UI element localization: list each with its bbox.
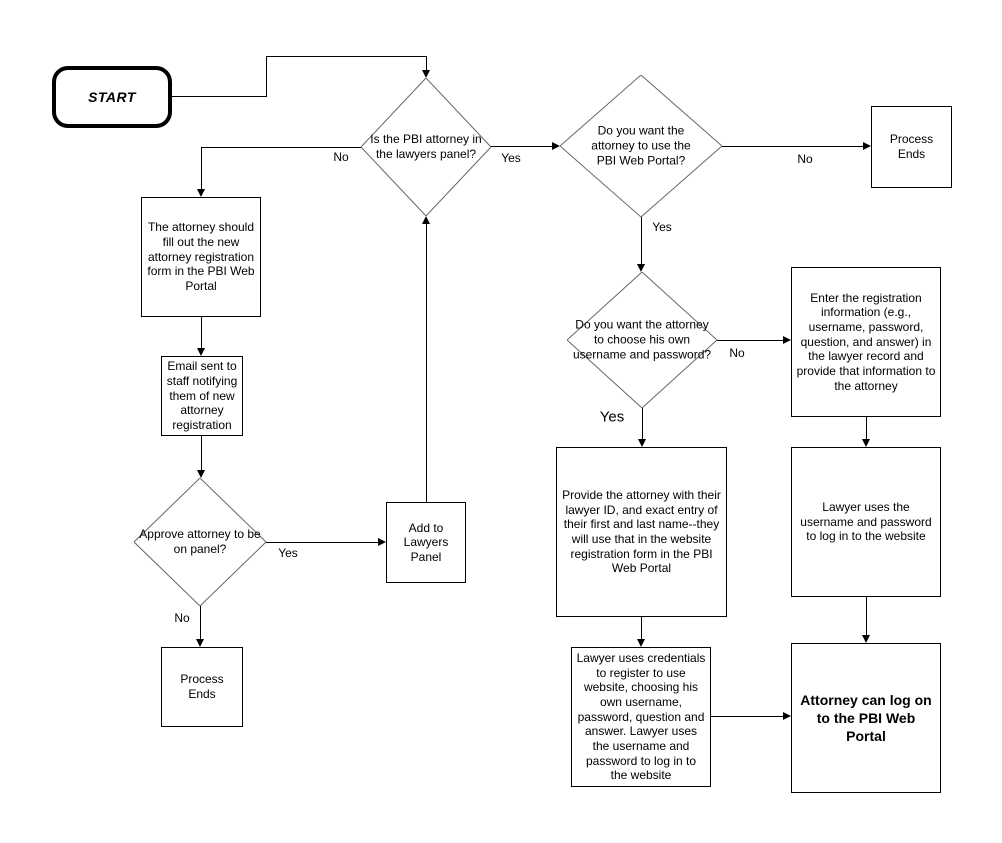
connector-inpanel-no-h	[201, 147, 361, 148]
box-add-panel: Add to Lawyers Panel	[386, 502, 466, 583]
connector-start-4	[426, 56, 427, 70]
arrowhead-into-provide	[638, 439, 646, 447]
edge-label-in-panel-no: No	[331, 150, 351, 164]
arrowhead-into-in-panel	[422, 70, 430, 78]
box-email-staff: Email sent to staff notifying them of ne…	[161, 356, 243, 436]
decision-use-portal-text: Do you want the attorney to use the PBI …	[591, 123, 691, 168]
box-process-ends-left: Process Ends	[161, 647, 243, 727]
start-terminator: START	[52, 66, 172, 128]
box-lawyer-credentials: Lawyer uses credentials to register to u…	[571, 647, 711, 787]
arrowhead-into-logon-left	[783, 712, 791, 720]
edge-label-use-portal-no: No	[795, 152, 815, 166]
connector-useportal-no	[722, 146, 863, 147]
connector-add-to-inpanel	[426, 224, 427, 502]
connector-choose-no	[717, 340, 783, 341]
box-fill-form: The attorney should fill out the new att…	[141, 197, 261, 317]
decision-in-panel-text: Is the PBI attorney in the lawyers panel…	[370, 132, 482, 161]
decision-approve-text: Approve attorney to be on panel?	[139, 527, 261, 556]
arrowhead-into-process-ends-left	[196, 639, 204, 647]
connector-choose-yes	[642, 408, 643, 439]
connector-inpanel-no-v	[201, 147, 202, 189]
arrowhead-into-use-portal	[552, 142, 560, 150]
connector-fill-email	[201, 317, 202, 348]
decision-choose-credentials: Do you want the attorney to choose his o…	[567, 272, 717, 408]
box-lawyer-login-text: Lawyer uses the username and password to…	[800, 500, 932, 544]
arrowhead-into-email	[197, 348, 205, 356]
edge-label-approve-yes: Yes	[276, 546, 300, 560]
arrowhead-into-credentials	[637, 639, 645, 647]
box-attorney-logon: Attorney can log on to the PBI Web Porta…	[791, 643, 941, 793]
box-enter-registration-text: Enter the registration information (e.g.…	[796, 290, 936, 393]
edge-label-approve-no: No	[172, 611, 192, 625]
decision-in-panel: Is the PBI attorney in the lawyers panel…	[361, 78, 491, 216]
connector-approve-yes	[266, 542, 378, 543]
box-process-ends-top-text: Process Ends	[889, 132, 934, 161]
edge-label-in-panel-yes: Yes	[499, 151, 523, 165]
connector-credentials-logon	[711, 716, 783, 717]
box-enter-registration: Enter the registration information (e.g.…	[791, 267, 941, 417]
box-lawyer-login: Lawyer uses the username and password to…	[791, 447, 941, 597]
box-process-ends-top: Process Ends	[871, 106, 952, 188]
connector-inpanel-yes	[491, 146, 552, 147]
box-fill-form-text: The attorney should fill out the new att…	[147, 220, 255, 293]
connector-useportal-yes	[641, 217, 642, 264]
decision-approve: Approve attorney to be on panel?	[134, 478, 266, 606]
connector-provide-credentials	[641, 617, 642, 639]
arrowhead-into-logon-top	[862, 635, 870, 643]
connector-start-3	[266, 56, 426, 57]
edge-label-choose-no: No	[727, 346, 747, 360]
decision-choose-credentials-text: Do you want the attorney to choose his o…	[572, 317, 712, 362]
arrowhead-into-add-panel	[378, 538, 386, 546]
decision-use-portal: Do you want the attorney to use the PBI …	[560, 75, 722, 217]
arrowhead-into-enter-registration	[783, 336, 791, 344]
arrowhead-into-in-panel-bottom	[422, 216, 430, 224]
box-process-ends-left-text: Process Ends	[180, 672, 224, 701]
arrowhead-into-process-ends-top	[863, 142, 871, 150]
box-email-staff-text: Email sent to staff notifying them of ne…	[166, 359, 238, 432]
box-add-panel-text: Add to Lawyers Panel	[403, 520, 449, 564]
arrowhead-into-choose	[637, 264, 645, 272]
connector-start-2	[266, 56, 267, 97]
box-provide-id-text: Provide the attorney with their lawyer I…	[562, 488, 721, 576]
connector-enter-login	[866, 417, 867, 439]
connector-email-approve	[201, 436, 202, 470]
connector-start-1	[172, 96, 267, 97]
connector-login-logon	[866, 597, 867, 635]
edge-label-choose-yes: Yes	[597, 408, 627, 426]
edge-label-use-portal-yes: Yes	[650, 220, 674, 234]
arrowhead-into-approve	[197, 470, 205, 478]
arrowhead-into-lawyer-login	[862, 439, 870, 447]
box-provide-id: Provide the attorney with their lawyer I…	[556, 447, 727, 617]
start-label: START	[88, 89, 136, 105]
connector-approve-no	[200, 606, 201, 639]
box-attorney-logon-text: Attorney can log on to the PBI Web Porta…	[800, 691, 932, 745]
arrowhead-into-fill-form	[197, 189, 205, 197]
box-lawyer-credentials-text: Lawyer uses credentials to register to u…	[576, 651, 706, 783]
